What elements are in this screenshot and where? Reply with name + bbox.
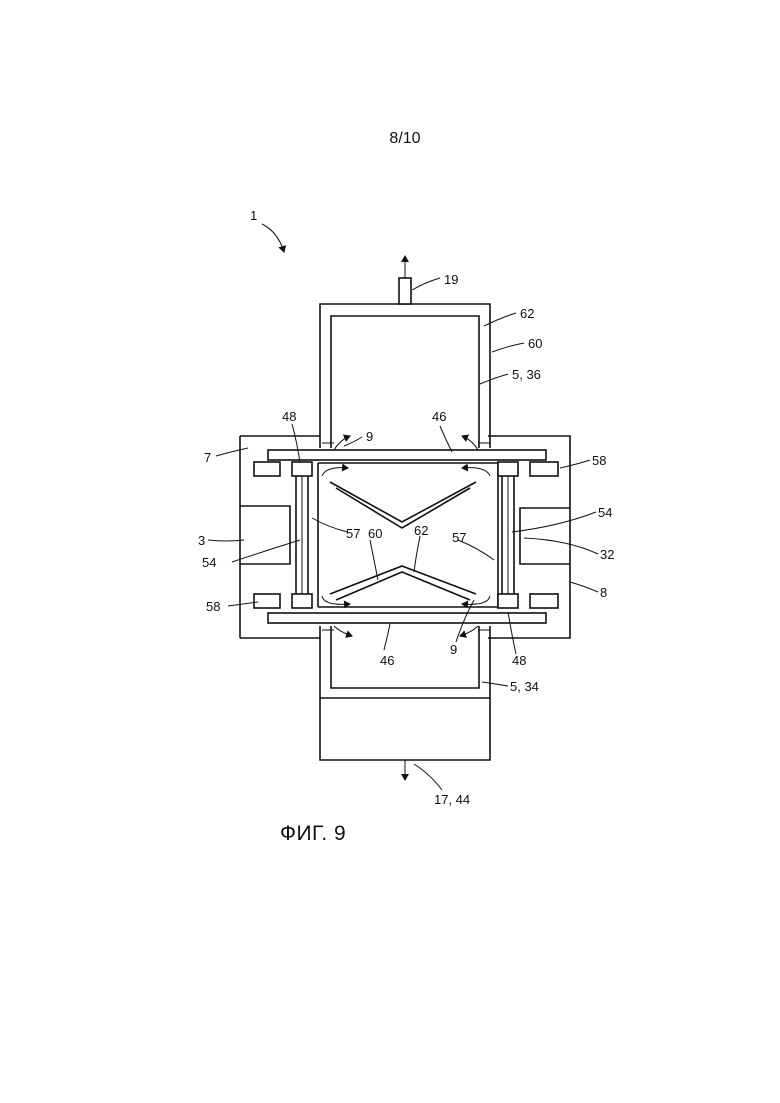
label-3: 3 (198, 533, 205, 548)
upper-chamber (320, 256, 490, 448)
label-8: 8 (600, 585, 607, 600)
left-electrode (292, 462, 312, 608)
label-54-left: 54 (202, 555, 216, 570)
label-9-top: 9 (366, 429, 373, 444)
label-62-mid: 62 (414, 523, 428, 538)
label-60-top: 60 (528, 336, 542, 351)
leader-lines (208, 224, 598, 790)
label-46-top: 46 (432, 409, 446, 424)
label-48-bottom-right: 48 (512, 653, 526, 668)
label-32: 32 (600, 547, 614, 562)
label-57-right: 57 (452, 530, 466, 545)
label-58-top-right: 58 (592, 453, 606, 468)
label-48-top-left: 48 (282, 409, 296, 424)
label-57-left: 57 (346, 526, 360, 541)
label-60-mid: 60 (368, 526, 382, 541)
right-electrode (498, 462, 518, 608)
label-46-bottom: 46 (380, 653, 394, 668)
lower-chamber (320, 626, 490, 780)
label-7: 7 (204, 450, 211, 465)
label-5-36: 5, 36 (512, 367, 541, 382)
label-1: 1 (250, 208, 257, 223)
label-19: 19 (444, 272, 458, 287)
label-58-bottom-left: 58 (206, 599, 220, 614)
label-5-34: 5, 34 (510, 679, 539, 694)
figure-caption: ФИГ. 9 (280, 822, 400, 846)
label-9-bottom: 9 (450, 642, 457, 657)
label-17-44: 17, 44 (434, 792, 470, 807)
label-54-right: 54 (598, 505, 612, 520)
label-62-top: 62 (520, 306, 534, 321)
outlet-port-19 (399, 278, 411, 304)
